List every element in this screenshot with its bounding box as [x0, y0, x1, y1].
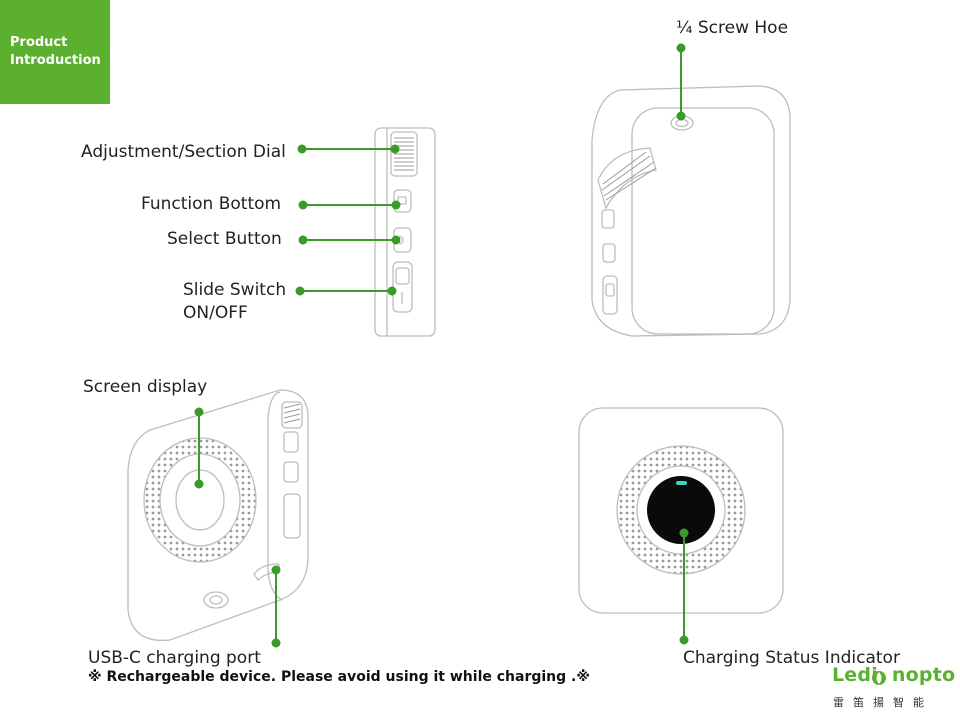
- usb-port-label: USB-C charging port: [88, 648, 261, 668]
- section-tab: Product Introduction: [0, 0, 110, 104]
- brand-name-right: nopto: [891, 664, 956, 686]
- section-tab-line1: Product: [10, 35, 68, 50]
- callout-lines: [194, 43, 689, 648]
- charging-indicator-display: [647, 476, 715, 544]
- slide-switch-label: Slide Switch: [183, 280, 287, 300]
- screen-display-label: Screen display: [83, 377, 208, 397]
- slide-switch-state-label: ON/OFF: [183, 303, 248, 323]
- brand-logo: Ledi nopto: [832, 664, 955, 686]
- brand-name-left: Ledi: [832, 664, 878, 686]
- brand-logo-mark: [872, 671, 886, 685]
- section-tab-line2: Introduction: [10, 53, 101, 68]
- charging-led-icon: [676, 481, 687, 485]
- side-view-device: [374, 127, 436, 337]
- brand-chinese-name: 雷笛揚智能: [833, 696, 933, 709]
- function-button-label: Function Bottom: [141, 194, 282, 214]
- screw-hole-label: ¼ Screw Hoe: [676, 18, 789, 38]
- select-button-label: Select Button: [167, 229, 282, 249]
- charging-warning-note: ※ Rechargeable device. Please avoid usin…: [88, 669, 590, 685]
- iso-view-device: [591, 85, 791, 337]
- front-view-device: [127, 389, 309, 642]
- charging-indicator-label: Charging Status Indicator: [683, 648, 900, 668]
- dial-label: Adjustment/Section Dial: [81, 142, 286, 162]
